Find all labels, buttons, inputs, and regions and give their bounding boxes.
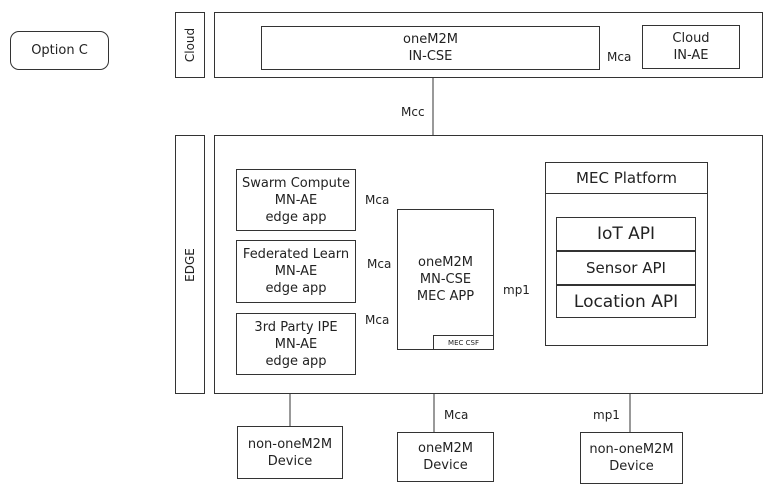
in-ae-line1: Cloud [672,31,710,46]
iot-api-label: IoT API [596,224,656,244]
mn-cse-box: oneM2M MN-CSE MEC APP [397,209,494,350]
non-onem2m-device-right: non-oneM2M Device [580,432,683,484]
in-cse-line1: oneM2M [403,32,458,47]
mec-platform-header: MEC Platform [545,162,708,194]
cloud-side-label: Cloud [175,12,205,78]
mn-cse-line3: MEC APP [416,289,475,304]
mn-cse-line1: oneM2M [418,255,473,270]
swarm-line1: Swarm Compute [241,175,351,191]
cloud-label: Cloud [183,27,197,63]
ipe-line3: edge app [265,353,327,369]
device-left-line1: non-oneM2M [247,436,333,452]
device-right-line2: Device [609,459,654,474]
cloud-in-ae-box: Cloud IN-AE [642,25,740,69]
sensor-api-box: Sensor API [556,251,696,285]
onem2m-device: oneM2M Device [397,432,494,482]
mca-label-device: Mca [444,408,469,422]
mca-label-ipe: Mca [365,313,390,327]
mec-csf-label: MEC CSF [448,338,479,347]
device-mid-line1: oneM2M [418,441,473,456]
mca-label-federated: Mca [367,257,392,271]
third-party-ipe-box: 3rd Party IPE MN-AE edge app [236,313,356,375]
location-api-label: Location API [573,291,679,312]
federated-line3: edge app [265,281,327,296]
mec-csf-tag: MEC CSF [433,335,494,350]
in-cse-line2: IN-CSE [408,49,453,64]
non-onem2m-device-left: non-oneM2M Device [237,426,343,479]
device-right-line1: non-oneM2M [589,442,674,457]
in-cse-box: oneM2M IN-CSE [261,26,600,70]
mn-cse-line2: MN-CSE [419,272,472,287]
federated-learn-box: Federated Learn MN-AE edge app [236,240,356,303]
ipe-line1: 3rd Party IPE [254,319,338,335]
option-label-box: Option C [10,31,109,70]
federated-line1: Federated Learn [242,247,350,262]
swarm-line2: MN-AE [274,192,318,208]
mec-platform-title: MEC Platform [576,169,677,187]
option-label: Option C [31,43,88,58]
sensor-api-label: Sensor API [586,259,666,277]
edge-side-label: EDGE [175,135,205,394]
iot-api-box: IoT API [556,217,696,251]
mca-label-cloud: Mca [607,50,632,64]
in-ae-line2: IN-AE [673,48,709,63]
device-mid-line2: Device [423,458,468,473]
edge-label: EDGE [183,247,198,282]
device-left-line2: Device [267,453,313,469]
mp1-label-edge: mp1 [503,283,530,297]
mp1-label-device: mp1 [593,408,620,422]
swarm-compute-box: Swarm Compute MN-AE edge app [236,169,356,231]
federated-line2: MN-AE [274,264,318,279]
ipe-line2: MN-AE [274,336,318,352]
swarm-line3: edge app [265,209,327,225]
mcc-label: Mcc [401,105,425,119]
mca-label-swarm: Mca [365,193,390,207]
location-api-box: Location API [556,285,696,318]
